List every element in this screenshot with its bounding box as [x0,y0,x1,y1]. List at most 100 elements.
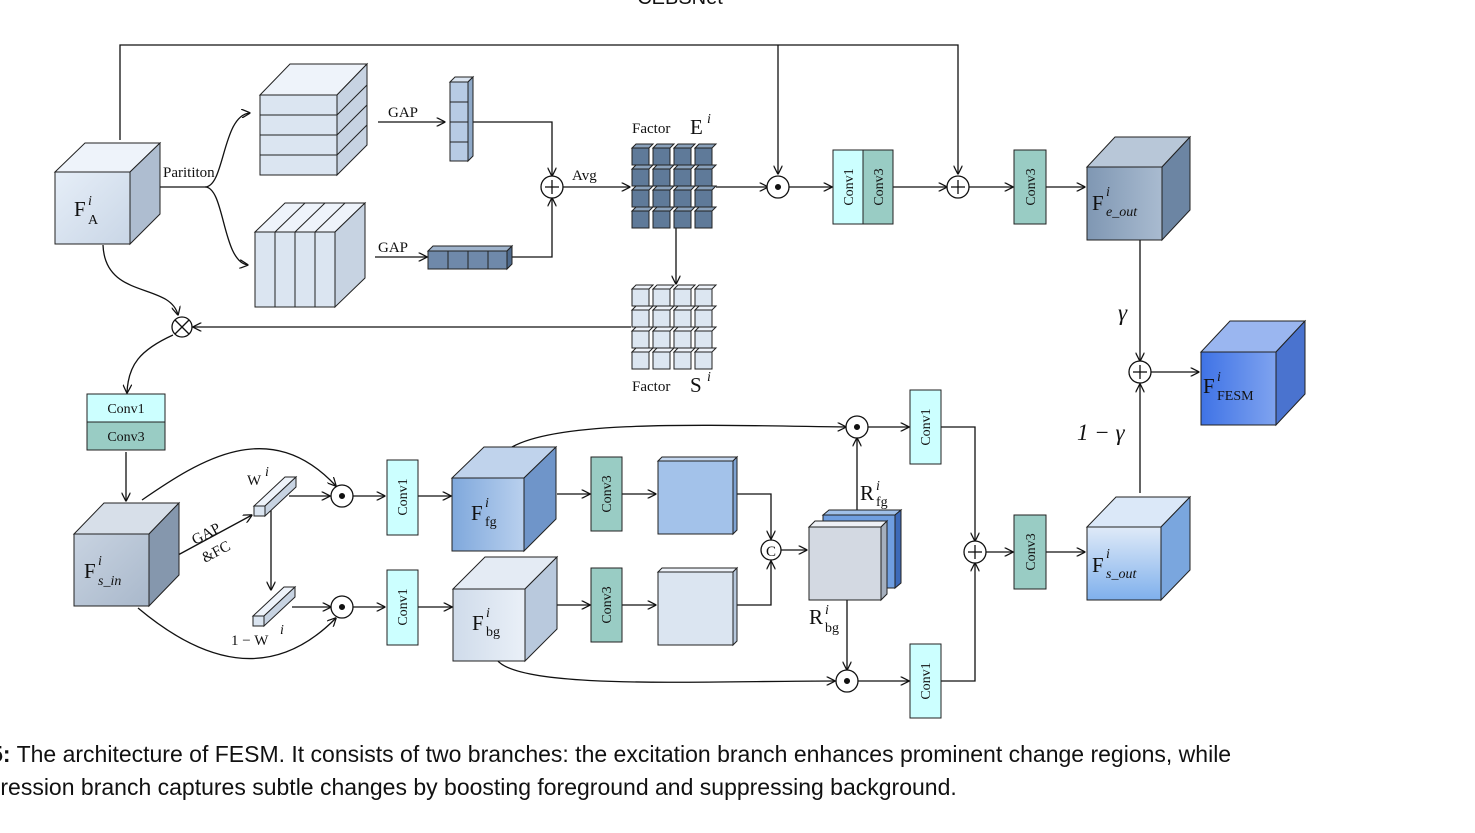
horizontal-slices-stack [258,62,369,177]
add-operator-top-right [946,175,970,199]
factor-s-grid [630,284,718,370]
top-vector-to-sum [473,121,552,176]
label-factor-s: Factor [632,379,670,395]
concat-operator [760,539,782,561]
hadamard-operator-fg-right [845,415,869,439]
conv3-block-suppress-out [1013,514,1047,590]
grid-cell [631,189,650,208]
s-in-to-bg-multiply [137,607,336,660]
figure-caption: re 5: The architecture of FESM. It consi… [0,738,1475,804]
cube-f-bg [451,555,559,663]
grid-cell [631,210,650,229]
conv3-block-top [862,149,894,225]
vertical-vector [448,75,475,163]
label-conv3-top: Conv3 [872,168,887,205]
bg-map-to-concat [737,561,771,606]
label-r-fg-sup: i [876,479,880,494]
cross-to-conv [127,334,174,393]
conv1-block-right-top [909,389,942,465]
fg-feature-map [656,455,739,536]
grid-cell [694,351,713,370]
grid-cell [673,288,692,307]
grid-cell [673,168,692,187]
multiply-operator-cross [171,316,193,338]
partition-to-horizontal [204,113,250,188]
hadamard-operator-bg [330,595,354,619]
label-r-bg-sup: i [825,603,829,618]
grid-cell [631,330,650,349]
label-concat: C [766,544,776,560]
label-f-a-sub: A [88,213,99,228]
label-r-bg-main: R [809,605,823,629]
label-e-out-sup: i [1106,185,1110,200]
grid-cell [652,147,671,166]
label-s-in-main: F [84,559,96,583]
hadamard-operator-bg-right [835,669,859,693]
conv1-block-suppress [86,393,166,423]
grid-cell-top [651,206,676,212]
label-conv3-fg: Conv3 [600,475,615,512]
label-conv3-excite: Conv3 [1024,168,1039,205]
grid-cell-top [630,326,655,332]
label-e-out-sub: e_out [1106,205,1138,220]
label-conv3-suppress-out: Conv3 [1024,533,1039,570]
label-w-sup: i [265,465,269,480]
grid-cell [673,189,692,208]
label-fg-sup: i [485,496,489,511]
grid-cell [673,309,692,328]
label-bg-sup: i [486,606,490,621]
grid-cell [694,309,713,328]
grid-cell-top [651,347,676,353]
partition-to-vertical [204,186,248,265]
grid-cell [652,351,671,370]
label-conv1-bg: Conv1 [396,588,411,625]
conv1-block-fg [386,459,419,536]
label-s-in-sup: i [98,554,102,569]
label-factor-e-sup: i [707,112,711,127]
conv1-block-top [832,149,864,225]
grid-cell [652,189,671,208]
label-factor-s-symbol: S [690,373,702,397]
header-text: CEBSNet [0,0,1360,10]
label-fg-sub: fg [485,515,497,530]
weight-bar-w [252,475,298,518]
cube-f-fg [450,445,558,553]
factor-e-grid [630,143,718,229]
grid-cell-top [630,206,655,212]
grid-cell-top [693,326,718,332]
grid-cell [652,309,671,328]
grid-cell-top [672,206,697,212]
grid-cell [694,210,713,229]
grid-cell [652,210,671,229]
label-factor-e: Factor [632,121,670,137]
grid-cell-top [693,164,718,170]
sum-operator-final [1128,360,1152,384]
grid-cell-top [693,305,718,311]
conv3-block-suppress [86,421,166,451]
grid-cell [694,189,713,208]
label-factor-s-sup: i [707,370,711,385]
grid-cell-top [693,185,718,191]
grid-cell-top [651,326,676,332]
label-fesm-sub: FESM [1217,389,1254,404]
label-w-main: W [247,473,262,489]
grid-cell-top [651,143,676,149]
label-bg-main: F [472,611,484,635]
label-conv3-bg: Conv3 [600,586,615,623]
hadamard-operator-top [766,175,790,199]
grid-cell [652,168,671,187]
label-fesm-sup: i [1217,370,1221,385]
grid-cell [673,330,692,349]
label-conv1-top: Conv1 [842,168,857,205]
grid-cell-top [651,185,676,191]
label-factor-e-symbol: E [690,115,703,139]
grid-cell [694,330,713,349]
grid-cell-top [693,206,718,212]
horizontal-vector [426,244,514,271]
weight-bar-one-minus-w [251,585,297,628]
conv1-to-sum-top [941,426,975,541]
grid-cell [673,351,692,370]
grid-cell [694,147,713,166]
grid-cell [694,288,713,307]
